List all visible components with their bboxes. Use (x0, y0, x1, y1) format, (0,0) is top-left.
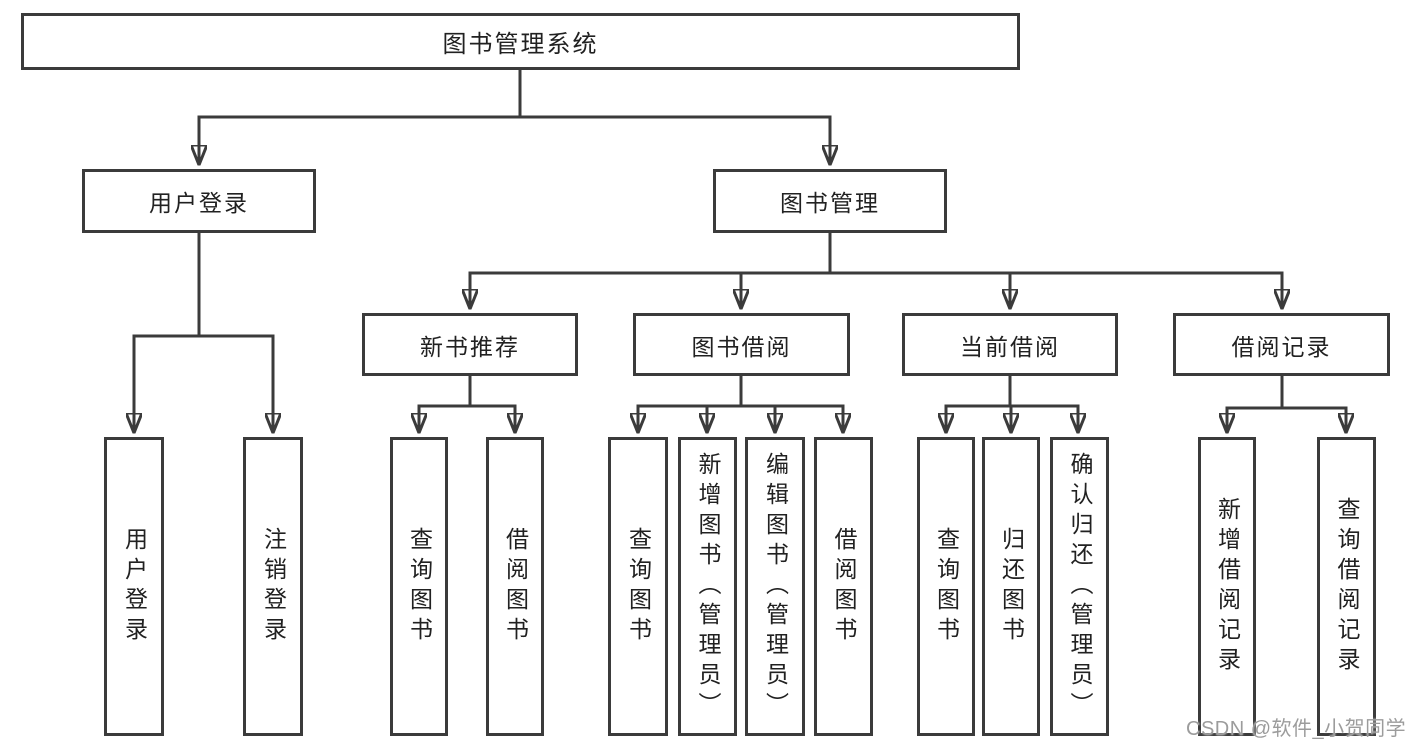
node-leaf-borrow-query-books-label: 查询图书 (625, 526, 652, 647)
node-book-management: 图书管理 (713, 169, 947, 233)
node-borrow-records: 借阅记录 (1173, 313, 1390, 376)
node-user-login: 用户登录 (82, 169, 316, 233)
node-leaf-current-return-books: 归还图书 (982, 437, 1040, 736)
node-leaf-logout-label: 注销登录 (260, 526, 287, 647)
node-leaf-recommend-borrow-books-label: 借阅图书 (502, 526, 529, 647)
node-leaf-borrow-borrow-books: 借阅图书 (814, 437, 873, 736)
node-leaf-borrow-query-books: 查询图书 (608, 437, 668, 736)
node-root-system-label: 图书管理系统 (442, 31, 599, 58)
node-leaf-records-add-record-label: 新增借阅记录 (1214, 496, 1241, 677)
node-leaf-borrow-borrow-books-label: 借阅图书 (831, 526, 857, 647)
node-book-management-label: 图书管理 (780, 190, 880, 216)
node-leaf-records-query-record: 查询借阅记录 (1317, 437, 1376, 736)
node-current-borrow-label: 当前借阅 (960, 333, 1060, 360)
node-leaf-records-query-record-label: 查询借阅记录 (1334, 496, 1360, 677)
node-leaf-current-return-books-label: 归还图书 (998, 526, 1025, 647)
node-book-borrow-label: 图书借阅 (691, 333, 792, 360)
node-leaf-borrow-edit-books-admin-label: 编辑图书（管理员） (762, 451, 789, 722)
node-user-login-label: 用户登录 (149, 190, 249, 216)
csdn-watermark: CSDN @软件_小贺同学 (1186, 718, 1405, 740)
node-leaf-user-login-label: 用户登录 (121, 526, 148, 647)
node-new-book-recommend: 新书推荐 (362, 313, 578, 376)
node-leaf-borrow-edit-books-admin: 编辑图书（管理员） (745, 437, 805, 736)
node-leaf-recommend-borrow-books: 借阅图书 (486, 437, 544, 736)
node-book-borrow: 图书借阅 (633, 313, 850, 376)
node-leaf-current-confirm-return-admin-label: 确认归还（管理员） (1067, 451, 1093, 722)
node-leaf-borrow-add-books-admin-label: 新增图书（管理员） (695, 451, 721, 722)
node-root-system: 图书管理系统 (21, 13, 1020, 70)
node-current-borrow: 当前借阅 (902, 313, 1118, 376)
node-leaf-recommend-query-books: 查询图书 (390, 437, 448, 736)
node-borrow-records-label: 借阅记录 (1231, 333, 1332, 360)
node-leaf-current-query-books: 查询图书 (917, 437, 975, 736)
node-leaf-records-add-record: 新增借阅记录 (1198, 437, 1256, 736)
node-leaf-recommend-query-books-label: 查询图书 (406, 526, 433, 647)
node-leaf-user-login: 用户登录 (104, 437, 164, 736)
node-leaf-current-query-books-label: 查询图书 (933, 526, 960, 647)
node-leaf-borrow-add-books-admin: 新增图书（管理员） (678, 437, 737, 736)
node-leaf-current-confirm-return-admin: 确认归还（管理员） (1050, 437, 1109, 736)
node-new-book-recommend-label: 新书推荐 (420, 333, 520, 360)
node-leaf-logout: 注销登录 (243, 437, 303, 736)
